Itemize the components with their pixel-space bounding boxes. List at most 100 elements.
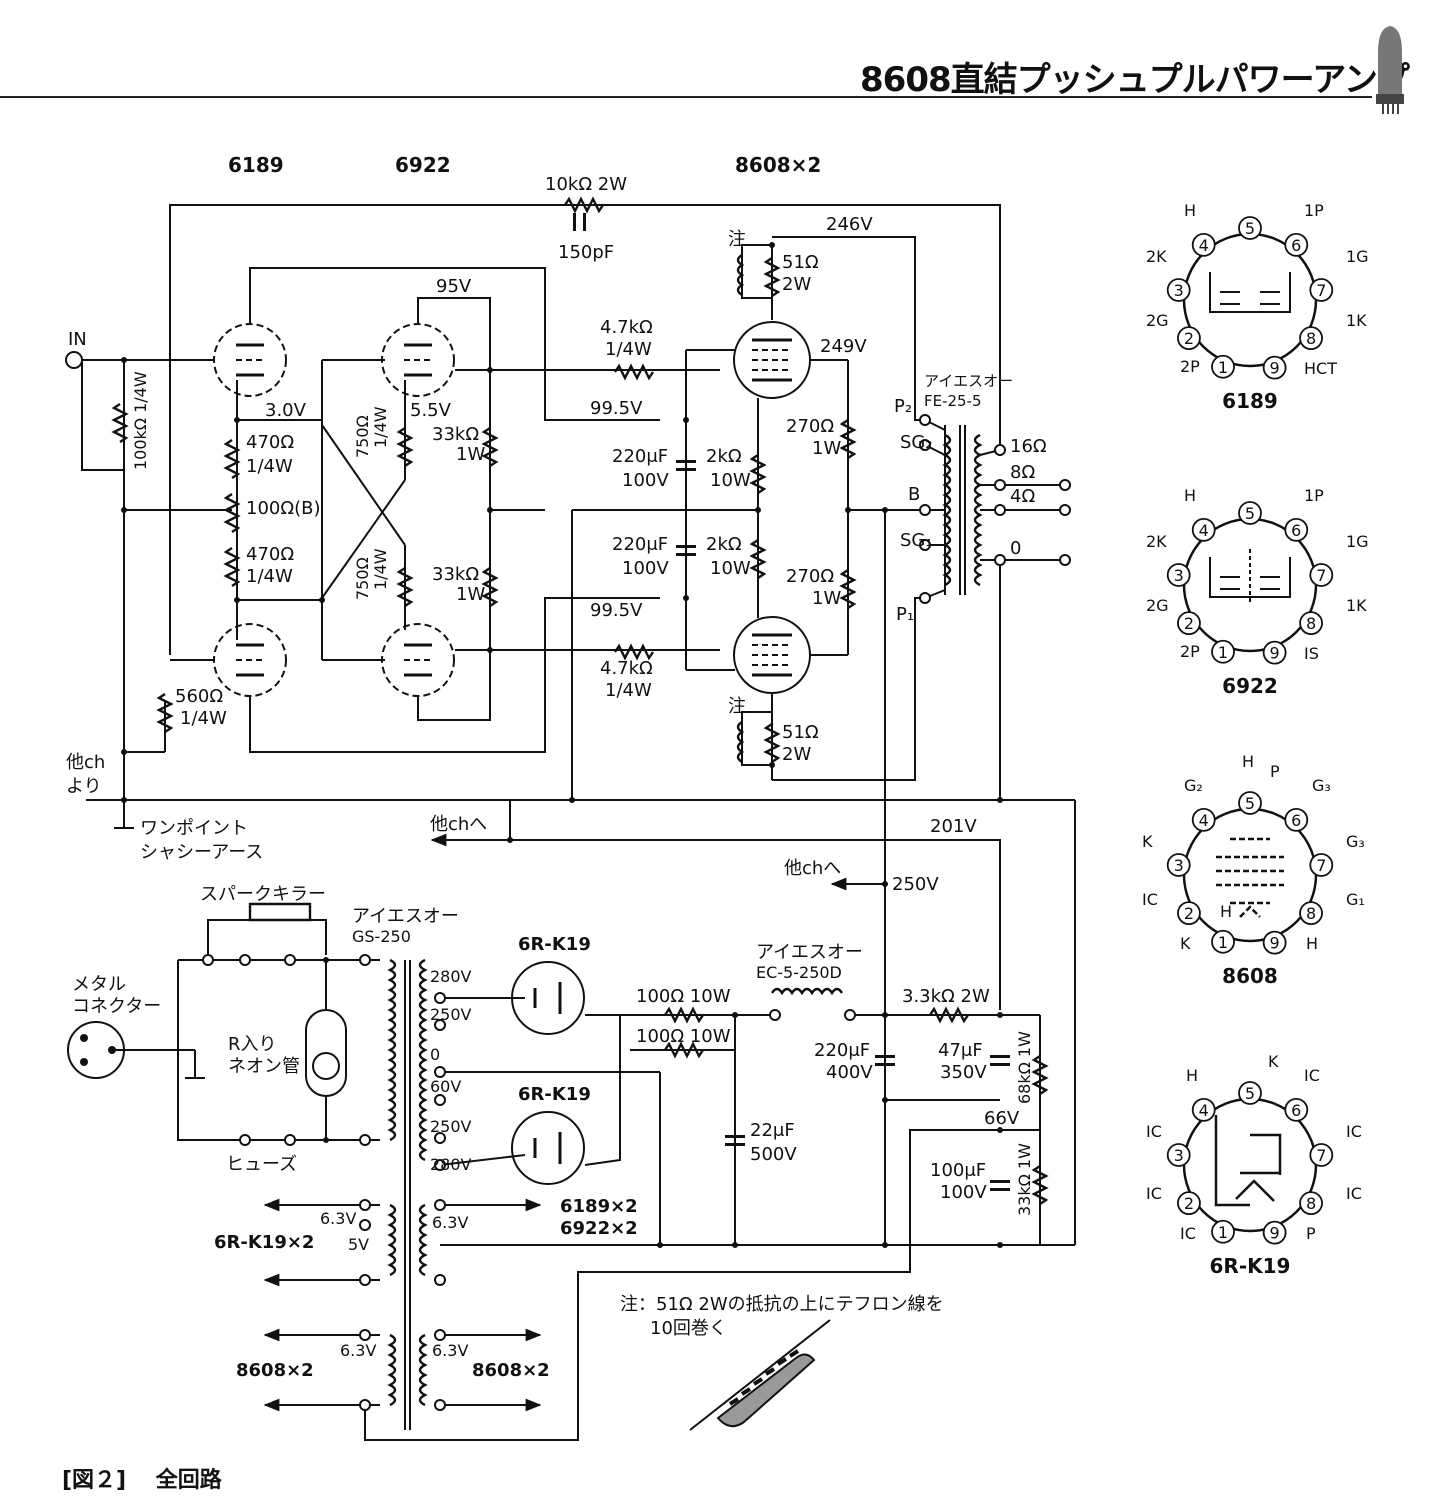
pin-circle [1211, 1219, 1235, 1244]
r100-10w-label-1: 100Ω 10W [636, 986, 731, 1007]
input-label: IN [68, 329, 87, 350]
note-text-line-2: 10回巻く [650, 1318, 727, 1339]
r750-watt-bottom: 1/4W [371, 548, 390, 590]
heater-6v3-right-bottom: 6.3V [432, 1341, 468, 1360]
r560-watt: 1/4W [180, 708, 227, 729]
pin-label: G₃ [1312, 776, 1331, 795]
feedback-cap-label: 150pF [558, 242, 614, 263]
pin-circle [1262, 930, 1287, 955]
heater-6922-label: 6922×2 [560, 1218, 638, 1239]
pin-label: IC [1180, 1224, 1196, 1243]
r270-label-bottom: 270Ω [786, 566, 834, 587]
pin-number: 9 [1270, 359, 1280, 378]
c22-volt: 500V [750, 1144, 797, 1165]
voltage-201: 201V [930, 816, 977, 837]
pin-circle [1166, 563, 1191, 587]
c220-label-bottom: 220μF [612, 534, 668, 555]
pin-number: 3 [1174, 1146, 1184, 1165]
other-channel-from-2: より [66, 776, 102, 797]
r33k-watt-top: 1W [456, 444, 485, 465]
pin-label: 2G [1146, 596, 1169, 615]
header-rule [0, 96, 1372, 98]
fuse-label: ヒューズ [226, 1154, 297, 1175]
tap-280-top: 280V [430, 967, 472, 986]
pin-circle [1211, 354, 1235, 379]
pin-circle [1309, 278, 1334, 302]
pin-number: 6 [1291, 1101, 1301, 1120]
r51-watt-top: 2W [782, 274, 811, 295]
c100-volt: 100V [940, 1182, 987, 1203]
pin-label: H [1184, 201, 1196, 220]
pin-circle [1284, 807, 1309, 832]
pin-number: 1 [1218, 1223, 1228, 1242]
pin-number: 5 [1245, 219, 1255, 238]
pin-label: 2K [1146, 247, 1167, 266]
tube-label-6922: 6922 [395, 153, 451, 177]
voltage-250: 250V [892, 874, 939, 895]
r100-10w-label-2: 100Ω 10W [636, 1026, 731, 1047]
pin-number: 6 [1291, 521, 1301, 540]
pin-circle [1299, 1191, 1323, 1216]
tap-250-bottom: 250V [430, 1117, 472, 1136]
pin-number: 2 [1184, 1194, 1194, 1213]
pin-label: G₃ [1346, 832, 1365, 851]
terminal-sg2: SG₂ [900, 432, 933, 453]
pin-circle [1166, 278, 1191, 302]
c47-volt: 350V [940, 1062, 987, 1083]
pin-number: 9 [1270, 644, 1280, 663]
voltage-99v5-top: 99.5V [590, 398, 643, 419]
pin-number: 7 [1316, 856, 1326, 875]
tap-0: 0 [430, 1045, 440, 1064]
r100k-label: 100kΩ 1/4W [131, 371, 150, 470]
pin-label: IC [1146, 1184, 1162, 1203]
c100-label: 100μF [930, 1160, 986, 1181]
pin-circle [1309, 1143, 1334, 1167]
pin-number: 7 [1316, 281, 1326, 300]
power-transformer-brand: アイエスオー [352, 906, 459, 927]
pin-number: 8 [1306, 329, 1316, 348]
pin-label: 1P [1304, 486, 1324, 505]
r51-label-bottom: 51Ω [782, 722, 819, 743]
metal-connector-label-1: メタル [72, 974, 126, 995]
voltage-249: 249V [820, 336, 867, 357]
r51-watt-bottom: 2W [782, 744, 811, 765]
r4k7-label-top: 4.7kΩ [600, 317, 653, 338]
output-transformer-brand: アイエスオー [924, 372, 1013, 390]
pin-number: 5 [1245, 504, 1255, 523]
pin-label: H [1242, 752, 1254, 771]
heater-6v3-right-top: 6.3V [432, 1213, 468, 1232]
output-16ohm: 16Ω [1010, 436, 1047, 457]
r33k-label-top: 33kΩ [432, 424, 479, 445]
note-mark-top: 注 [728, 229, 746, 250]
rectifier-label-bottom: 6R-K19 [518, 1084, 591, 1105]
pin-circle [1309, 853, 1334, 877]
pin-number: 2 [1184, 614, 1194, 633]
pinout-title: 6R-K19 [1210, 1254, 1291, 1278]
other-channel-from-1: 他ch [66, 752, 105, 773]
pin-circle [1177, 611, 1201, 636]
voltage-99v5-bottom: 99.5V [590, 600, 643, 621]
pin-circle [1299, 901, 1323, 926]
terminal-p2: P₂ [894, 396, 912, 417]
r270-watt-top: 1W [812, 438, 841, 459]
r3k3-label: 3.3kΩ 2W [902, 986, 990, 1007]
pin-label: HCT [1304, 359, 1337, 378]
pin-number: 2 [1184, 904, 1194, 923]
pin-circle [1211, 639, 1235, 664]
pin-circle [1262, 355, 1287, 380]
pin-circle [1238, 501, 1262, 525]
heater-8608-left: 8608×2 [236, 1360, 314, 1381]
pin-circle [1284, 232, 1309, 257]
output-4ohm: 4Ω [1010, 486, 1035, 507]
choke-brand: アイエスオー [756, 942, 863, 963]
pin-circle [1177, 326, 1201, 351]
voltage-5v5: 5.5V [410, 400, 452, 421]
pin-number: 3 [1174, 281, 1184, 300]
c220-psu-volt: 400V [826, 1062, 873, 1083]
c220-volt-top: 100V [622, 470, 669, 491]
voltage-66: 66V [984, 1108, 1020, 1129]
